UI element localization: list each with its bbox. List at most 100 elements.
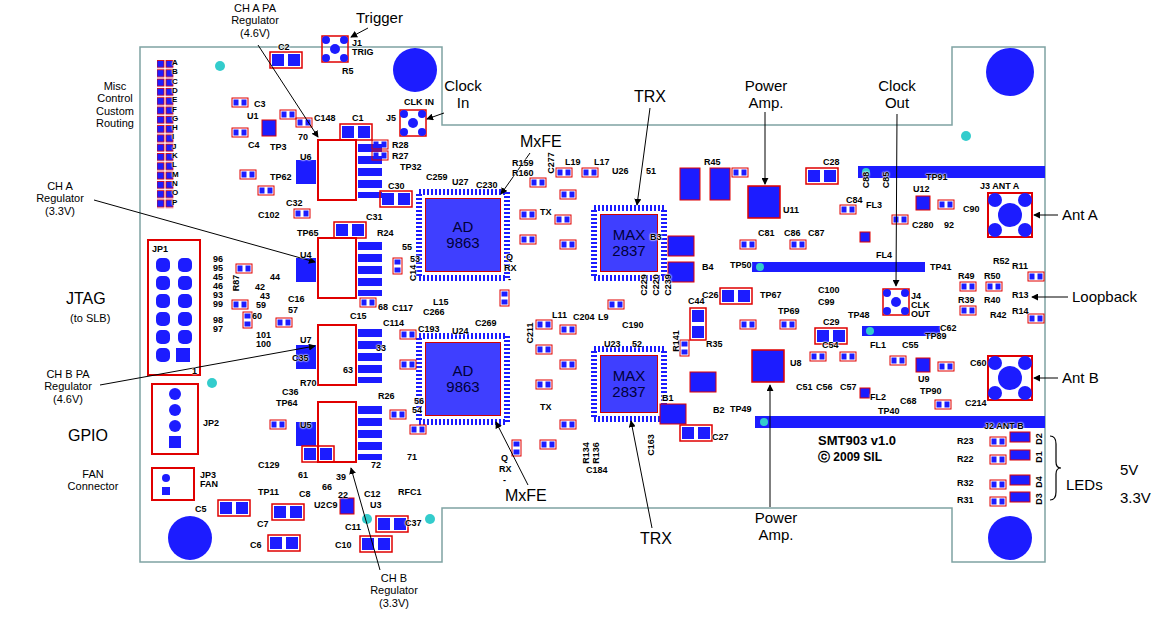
callout-label: Clock Out [872,78,922,112]
reference-designator: R52 [993,256,1010,266]
leader-line [94,200,315,262]
capacitor-pads [302,446,334,462]
reference-designator: 56 [414,396,424,406]
chip-pin-ring [594,349,664,419]
header-row-letter: I [172,133,174,142]
board-marking: SMT903 v1.0 [818,434,896,449]
callout-label: Power Amp. [735,78,797,112]
reference-designator: R22 [957,454,974,464]
reference-designator: FAN [200,479,218,489]
reference-designator: 59 [256,300,266,310]
reference-designator: 71 [407,452,417,462]
reference-designator: 97 [213,324,223,334]
reference-designator: R141 [671,330,681,352]
capacitor-pads [340,124,372,140]
reference-designator: R42 [990,310,1007,320]
smd-pads [540,440,556,449]
reference-designator: R31 [957,495,974,505]
reference-designator: TRIG [352,47,374,57]
reference-designator: TP11 [258,487,279,497]
reference-designator: C277 [546,152,556,174]
jtag-header [178,294,192,308]
header-row-letter: G [172,115,178,124]
reference-designator: D3 [1034,493,1044,505]
reference-designator: TP62 [270,172,292,182]
via-dot [215,61,225,71]
reference-designator: Q [501,453,508,463]
reference-designator: TX [540,402,552,412]
header-row-letter: A [172,59,178,68]
header-row-letter: N [172,180,178,189]
chip-package: MAX 2837 [600,355,658,413]
callout-label: CH B PA Regulator (4.6V) [28,368,108,405]
callout-label: (to SLB) [70,312,110,324]
reference-designator: C29 [823,317,840,327]
capacitor-pads [680,425,712,441]
callout-label: Trigger [356,10,403,27]
callout-label: MxFE [520,133,562,151]
callout-label: Power Amp. [745,510,807,544]
reference-designator: C259 [426,172,448,182]
reference-designator: 92 [944,220,954,230]
reference-designator: TP50 [730,260,752,270]
header-row-letter: L [172,161,177,170]
reference-designator: C214 [965,398,987,408]
smd-pads [270,420,286,429]
smd-pads [232,98,1044,506]
reference-designator: B3 [650,232,662,242]
reference-designator: 22 [338,490,348,500]
reference-designator: JP2 [203,418,219,428]
header-row-letter: O [172,189,178,198]
reference-designator: C8 [299,489,311,499]
reference-designator: C280 [912,220,934,230]
reference-designator: C37 [405,518,422,528]
reference-designator: B1 [662,393,674,403]
mounting-hole [168,48,1034,560]
power-amplifier [262,120,930,514]
callout-label: Clock In [440,78,486,112]
reference-designator: 42 [255,282,265,292]
reference-designator: J1 [352,38,362,48]
mounting-hole [988,516,1032,560]
inductor-pads [860,388,870,398]
capacitor-pads [268,535,300,551]
reference-designator: C60 [970,358,987,368]
reference-designator: TP67 [760,290,782,300]
leader-line [351,28,368,37]
capacitor-pads [806,168,838,184]
reference-designator: 61 [298,470,308,480]
callout-label: Ant A [1062,207,1098,224]
jtag-header [178,330,192,344]
reference-designator: U1 [247,111,259,121]
regulators [296,325,382,385]
reference-designator: C84 [846,195,863,205]
reference-designator: 99 [213,299,223,309]
smd-pads [520,210,536,219]
reference-designator: C9 [326,500,338,510]
reference-designator: C55 [902,340,919,350]
callout-label: FAN Connector [60,468,126,493]
inductor-pads [1010,492,1030,502]
leader-line [765,112,766,184]
reference-designator: FL1 [870,340,886,350]
smd-pads [560,240,576,249]
reference-designator: 54 [412,405,422,415]
chip-pin-ring [594,208,664,278]
jtag-header [178,312,192,326]
connectors [400,110,426,136]
smd-pads [294,209,310,218]
smd-pads [410,425,426,434]
reference-designator: 33 [376,343,386,353]
connectors [988,193,1032,237]
fan-header [152,468,194,500]
reference-designator: C86 [784,228,801,238]
reference-designator: U3 [370,500,382,510]
inductor-pads [860,232,870,242]
reference-designator: TP40 [878,406,900,416]
reference-designator: C4 [248,140,260,150]
smd-pads [236,264,252,273]
reference-designator: C28 [823,157,840,167]
reference-designator: C81 [758,228,775,238]
callout-label: CH A PA Regulator (4.6V) [215,2,295,39]
header-row-letter: F [172,106,177,115]
